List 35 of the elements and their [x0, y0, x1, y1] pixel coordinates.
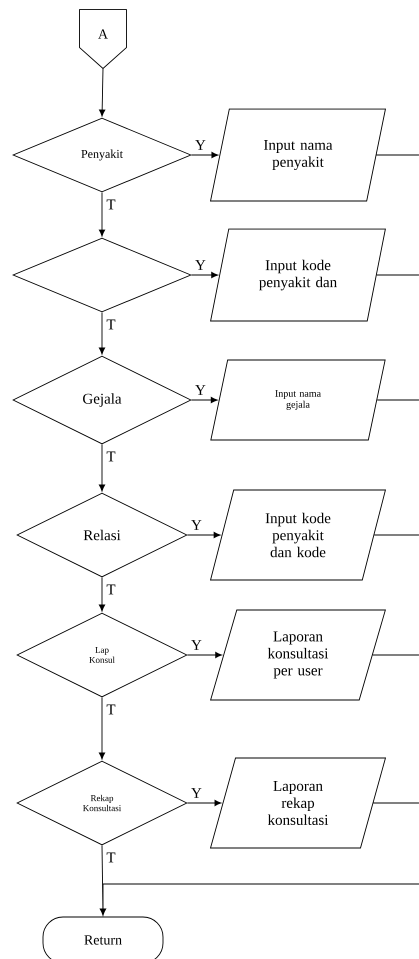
terminator-box: Return	[42, 916, 164, 959]
edge-label: Y	[190, 788, 202, 798]
connector-line	[372, 654, 419, 656]
edge-label: T	[106, 319, 116, 330]
arrow	[187, 532, 220, 538]
edge-label: T	[106, 199, 116, 210]
connector-line	[376, 274, 419, 276]
connector-line	[376, 154, 419, 156]
edge-label: Y	[194, 260, 206, 270]
arrow	[187, 800, 222, 806]
arrow	[191, 152, 218, 158]
arrow	[187, 652, 222, 658]
edge-label: T	[106, 584, 116, 595]
arrow	[191, 272, 218, 278]
arrow	[98, 444, 106, 492]
edge-label: T	[106, 704, 116, 715]
off-page-connector: A	[79, 9, 127, 70]
arrow	[98, 192, 106, 236]
edge-label: Y	[194, 384, 206, 396]
connector-line	[373, 802, 419, 804]
arrow	[98, 577, 106, 612]
return-arrow	[100, 884, 419, 916]
edge-label: T	[106, 451, 116, 462]
arrow	[98, 312, 106, 354]
connector-line	[374, 534, 419, 536]
input-output-box: Input kode penyakit dan	[210, 228, 386, 322]
arrow	[98, 697, 106, 760]
input-output-box: Input nama gejala	[210, 360, 386, 440]
arrow	[191, 396, 218, 404]
arrow	[99, 68, 106, 116]
edge-label: T	[106, 852, 116, 863]
input-output-box: Laporan konsultasi per user	[210, 610, 386, 700]
edge-label: Y	[190, 520, 202, 530]
edge-label: Y	[194, 140, 206, 150]
edge-label: Y	[190, 640, 202, 650]
